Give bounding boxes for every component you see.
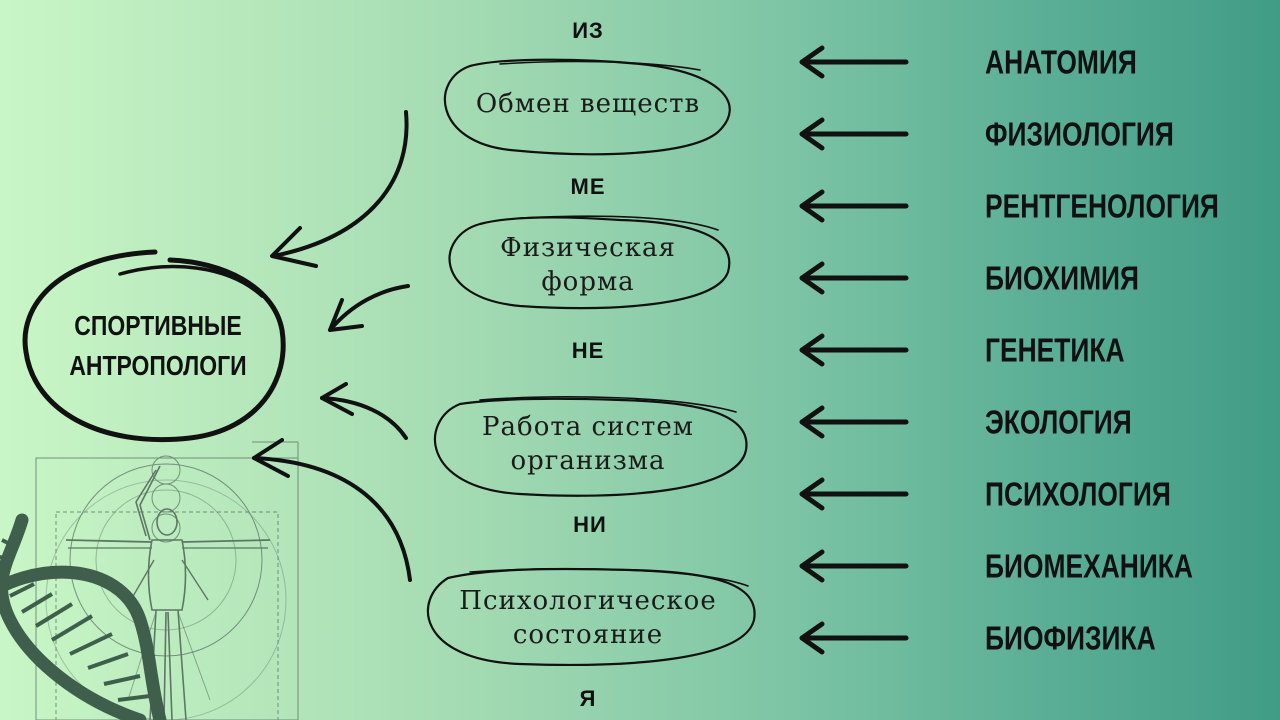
connector-text: ИЗ bbox=[572, 18, 604, 43]
process-label: Физическая bbox=[500, 233, 676, 263]
process-label: Психологическое bbox=[459, 586, 717, 616]
discipline-label: РЕНТГЕНОЛОГИЯ bbox=[985, 187, 1219, 225]
hub-outline bbox=[22, 249, 286, 443]
discipline-label: ПСИХОЛОГИЯ bbox=[985, 475, 1171, 513]
discipline-label: БИОХИМИЯ bbox=[985, 259, 1140, 297]
discipline-label: АНАТОМИЯ bbox=[985, 43, 1137, 81]
connector-text: НЕ bbox=[571, 338, 605, 363]
hub-title-line1: СПОРТИВНЫЕ bbox=[74, 310, 242, 341]
connector-text: МЕ bbox=[570, 174, 606, 199]
process-node: Психологическое состояние bbox=[459, 584, 716, 652]
process-label: организма bbox=[510, 446, 666, 476]
discipline-arrows bbox=[799, 45, 909, 655]
process-node: Обмен веществ bbox=[476, 87, 700, 121]
dna-helix-icon bbox=[0, 513, 167, 720]
process-outlines bbox=[426, 58, 756, 666]
hub-title-line2: АНТРОПОЛОГИ bbox=[69, 350, 247, 381]
process-label: состояние bbox=[512, 620, 664, 650]
hub-title: СПОРТИВНЫЕ АНТРОПОЛОГИ bbox=[50, 306, 266, 386]
discipline-label: ЭКОЛОГИЯ bbox=[985, 403, 1132, 441]
process-node: Физическая форма bbox=[500, 231, 676, 299]
connector-text: НИ bbox=[573, 512, 607, 537]
hub-arrows bbox=[252, 110, 412, 582]
connector-text: Я bbox=[579, 686, 597, 711]
process-label: Работа систем bbox=[482, 412, 694, 442]
discipline-label: БИОМЕХАНИКА bbox=[985, 547, 1193, 585]
discipline-label: БИОФИЗИКА bbox=[985, 619, 1156, 657]
discipline-label: ГЕНЕТИКА bbox=[985, 331, 1125, 369]
process-node: Работа систем организма bbox=[482, 410, 694, 478]
process-label: форма bbox=[541, 267, 635, 297]
process-label: Обмен веществ bbox=[475, 89, 701, 119]
discipline-label: ФИЗИОЛОГИЯ bbox=[985, 115, 1174, 153]
vitruvian-figure-icon bbox=[35, 441, 299, 720]
